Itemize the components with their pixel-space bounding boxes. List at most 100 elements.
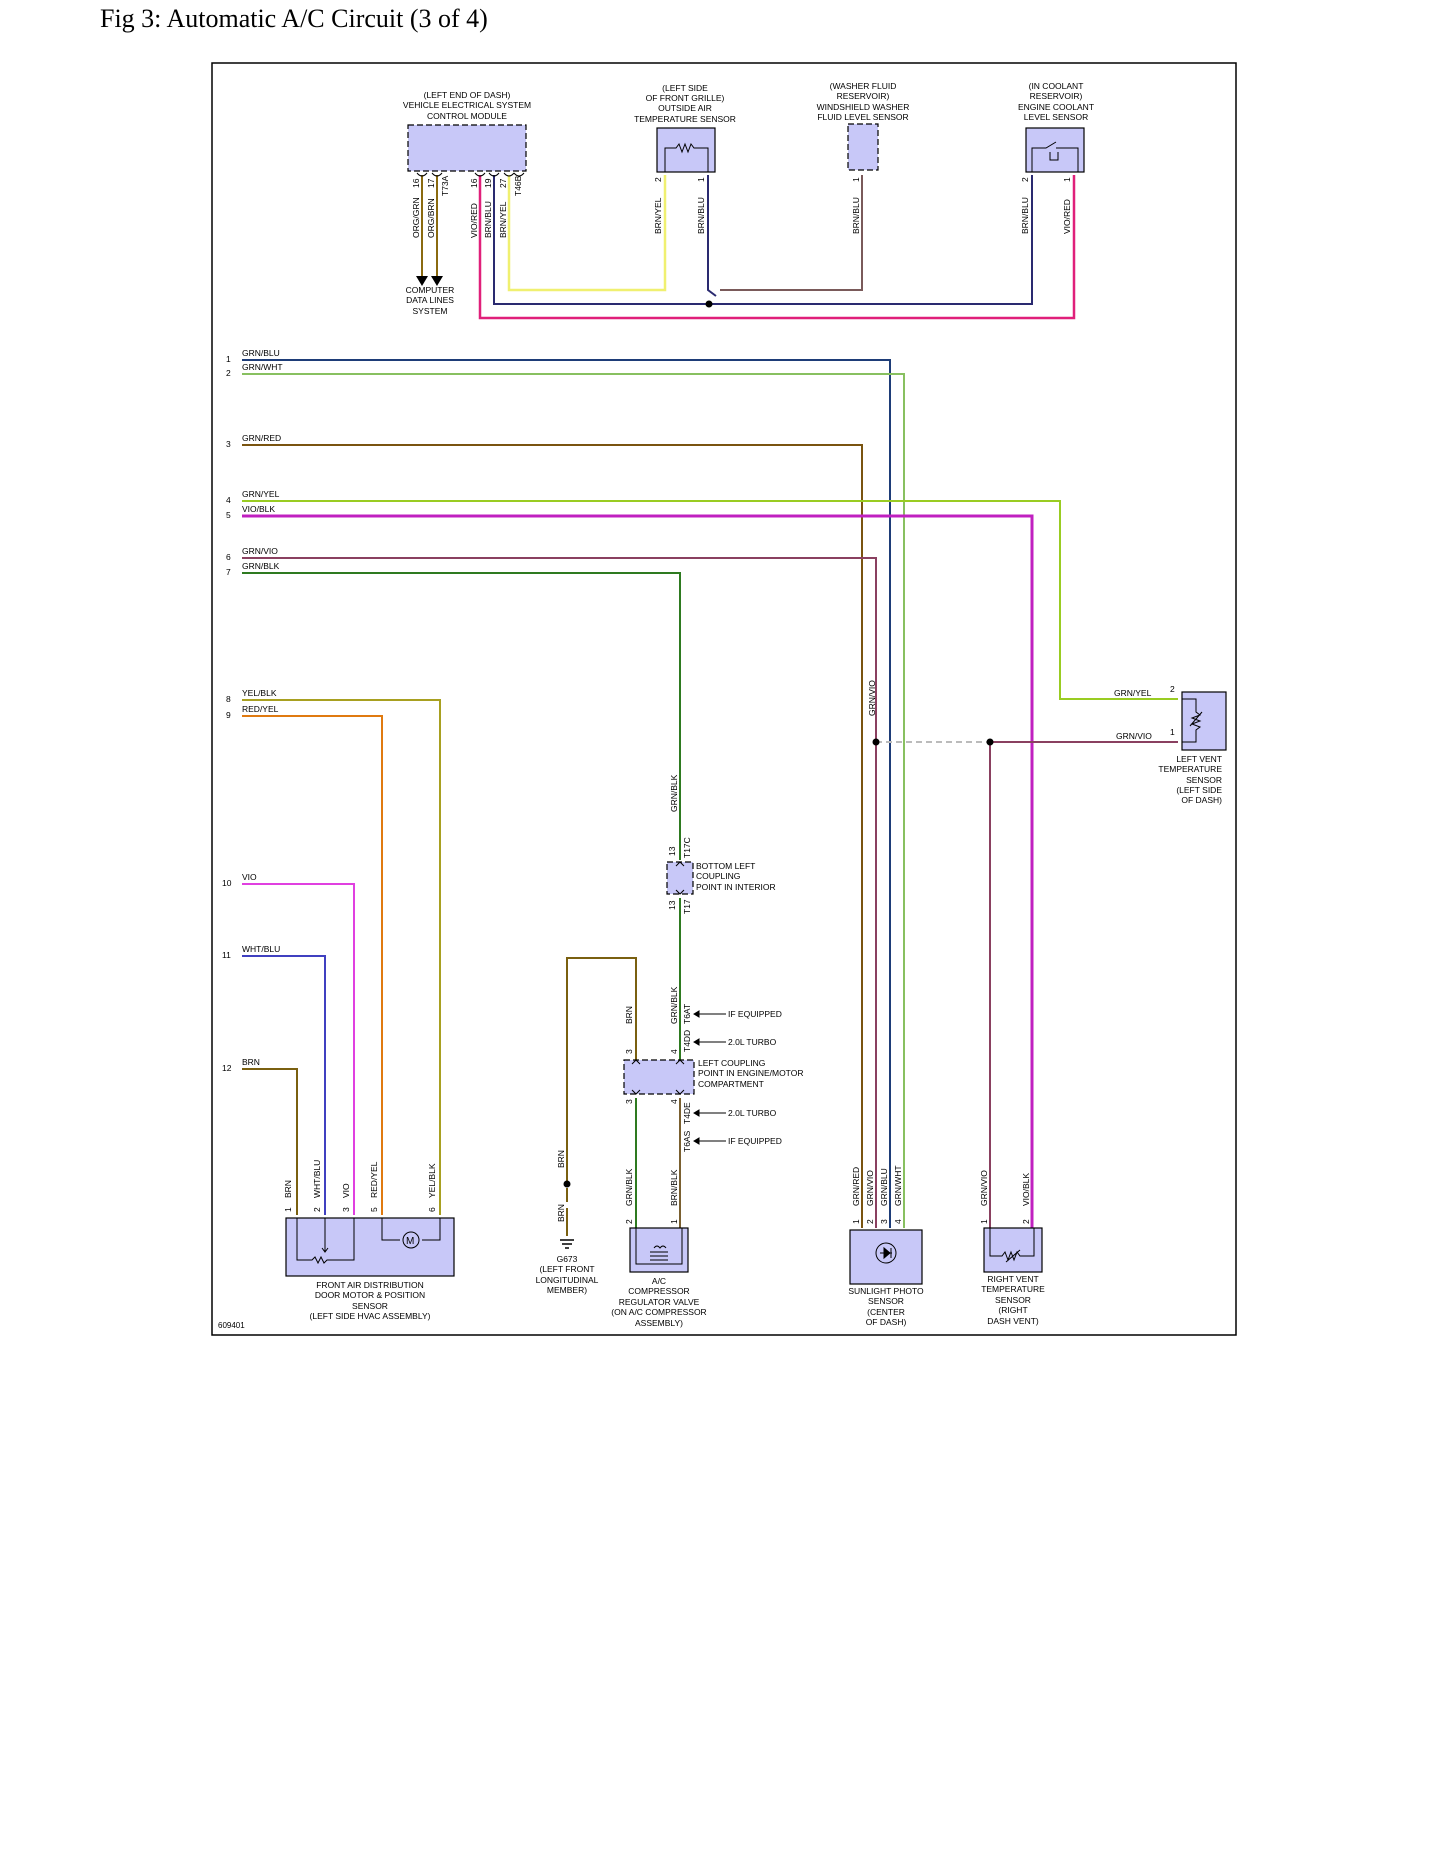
svg-text:LONGITUDINAL: LONGITUDINAL xyxy=(536,1275,599,1285)
svg-text:POINT IN INTERIOR: POINT IN INTERIOR xyxy=(696,882,776,892)
svg-text:1: 1 xyxy=(1062,177,1072,182)
svg-text:OF FRONT GRILLE): OF FRONT GRILLE) xyxy=(646,93,725,103)
svg-text:RESERVOIR): RESERVOIR) xyxy=(837,91,890,101)
svg-text:BRN/BLU: BRN/BLU xyxy=(1020,197,1030,234)
washer-fluid-sensor-pins: 1 BRN/BLU xyxy=(851,177,861,234)
svg-text:SENSOR: SENSOR xyxy=(995,1295,1031,1305)
left-coupling-engine-notes: IF EQUIPPED 2.0L TURBO 2.0L TURBO IF EQU… xyxy=(693,1009,782,1146)
computer-data-lines-label: COMPUTER DATA LINES SYSTEM xyxy=(406,285,455,316)
vesc-label: (LEFT END OF DASH) VEHICLE ELECTRICAL SY… xyxy=(403,90,531,121)
washer-fluid-sensor-label: (WASHER FLUID RESERVOIR) WINDSHIELD WASH… xyxy=(817,81,910,122)
outside-air-sensor-pins: 2 1 BRN/YEL BRN/BLU xyxy=(653,177,706,234)
ground-wire-labels: BRN BRN xyxy=(556,1150,566,1222)
vesc-pin-labels: 16 17 T73A 16 19 27 T46B ORG/GRN ORG/BRN… xyxy=(411,175,523,238)
svg-text:3: 3 xyxy=(879,1219,889,1224)
svg-text:SYSTEM: SYSTEM xyxy=(413,306,448,316)
svg-text:SENSOR: SENSOR xyxy=(352,1301,388,1311)
svg-text:BRN: BRN xyxy=(556,1204,566,1222)
svg-text:LEVEL SENSOR: LEVEL SENSOR xyxy=(1024,112,1088,122)
svg-text:(LEFT FRONT: (LEFT FRONT xyxy=(539,1264,594,1274)
svg-text:BRN/BLU: BRN/BLU xyxy=(483,201,493,238)
svg-text:12: 12 xyxy=(222,1063,232,1073)
coolant-level-sensor-pins: 2 1 BRN/BLU VIO/RED xyxy=(1020,177,1072,234)
ac-compressor-valve-pins: 2 1 GRN/BLK BRN/BLK xyxy=(624,1168,679,1224)
vesc-pin-hooks xyxy=(416,172,525,177)
thermistor-icon xyxy=(664,142,709,172)
ac-compressor-valve xyxy=(629,1227,689,1273)
left-coupling-engine xyxy=(623,1059,695,1095)
svg-text:ENGINE COOLANT: ENGINE COOLANT xyxy=(1018,102,1094,112)
splice-grn-vio-1 xyxy=(872,738,880,746)
photodiode-symbol xyxy=(880,1246,892,1260)
sunlight-sensor xyxy=(849,1229,923,1285)
svg-text:11: 11 xyxy=(222,950,231,960)
wire-grn-yel xyxy=(242,500,1178,700)
svg-text:T46B: T46B xyxy=(513,175,523,196)
motor-wiring xyxy=(381,1218,441,1241)
svg-text:3: 3 xyxy=(226,439,231,449)
svg-text:VIO/RED: VIO/RED xyxy=(469,203,479,238)
left-coupling-engine-pins: BRN GRN/BLK 3 4 3 4 T6AT T4DD T4DE T6AS xyxy=(624,986,692,1152)
svg-text:2: 2 xyxy=(653,177,663,182)
ground-g673-label: G673 (LEFT FRONT LONGITUDINAL MEMBER) xyxy=(536,1254,599,1295)
wire-wht-blu xyxy=(242,955,326,1215)
svg-text:2.0L TURBO: 2.0L TURBO xyxy=(728,1108,777,1118)
mid-wire-labels: GRN/VIO GRN/BLK xyxy=(669,680,877,812)
svg-text:(LEFT SIDE: (LEFT SIDE xyxy=(662,83,708,93)
svg-text:RED/YEL: RED/YEL xyxy=(242,704,279,714)
front-air-motor-label: FRONT AIR DISTRIBUTION DOOR MOTOR & POSI… xyxy=(310,1280,431,1321)
svg-text:GRN/RED: GRN/RED xyxy=(851,1167,861,1206)
svg-text:RED/YEL: RED/YEL xyxy=(369,1161,379,1198)
outside-air-sensor-label: (LEFT SIDE OF FRONT GRILLE) OUTSIDE AIR … xyxy=(634,83,736,124)
svg-text:GRN/VIO: GRN/VIO xyxy=(979,1170,989,1206)
wire-grn-wht xyxy=(242,373,905,1228)
right-vent-sensor-label: RIGHT VENT TEMPERATURE SENSOR (RIGHT DAS… xyxy=(981,1274,1045,1326)
svg-text:T73A: T73A xyxy=(440,175,450,196)
svg-text:8: 8 xyxy=(226,694,231,704)
svg-text:(LEFT SIDE: (LEFT SIDE xyxy=(1176,785,1222,795)
svg-text:3: 3 xyxy=(624,1099,634,1104)
svg-text:IF EQUIPPED: IF EQUIPPED xyxy=(728,1009,782,1019)
svg-text:REGULATOR VALVE: REGULATOR VALVE xyxy=(619,1297,700,1307)
svg-text:(LEFT SIDE HVAC ASSEMBLY): (LEFT SIDE HVAC ASSEMBLY) xyxy=(310,1311,431,1321)
solenoid-icon xyxy=(635,1228,683,1265)
wire-brn-blu-vesc xyxy=(493,175,1033,305)
svg-text:4: 4 xyxy=(669,1099,679,1104)
svg-text:4: 4 xyxy=(226,495,231,505)
svg-text:POINT IN ENGINE/MOTOR: POINT IN ENGINE/MOTOR xyxy=(698,1068,803,1078)
svg-text:5: 5 xyxy=(369,1207,379,1212)
svg-text:1: 1 xyxy=(1170,727,1175,737)
svg-text:GRN/VIO: GRN/VIO xyxy=(242,546,278,556)
svg-text:WINDSHIELD WASHER: WINDSHIELD WASHER xyxy=(817,102,910,112)
wire-brn-ground xyxy=(566,957,637,1236)
svg-text:GRN/BLK: GRN/BLK xyxy=(669,774,679,812)
svg-text:GRN/YEL: GRN/YEL xyxy=(242,489,280,499)
switch-icon xyxy=(1031,141,1079,172)
bottom-left-coupling-label: BOTTOM LEFT COUPLING POINT IN INTERIOR xyxy=(696,861,776,892)
right-vent-sensor-pins: 1 2 GRN/VIO VIO/BLK xyxy=(979,1170,1031,1224)
svg-text:(WASHER FLUID: (WASHER FLUID xyxy=(830,81,897,91)
svg-text:T17C: T17C xyxy=(682,837,692,858)
svg-text:G673: G673 xyxy=(557,1254,578,1264)
vesc-module xyxy=(407,124,527,172)
coolant-level-sensor-label: (IN COOLANT RESERVOIR) ENGINE COOLANT LE… xyxy=(1018,81,1094,122)
wire-grn-vio xyxy=(242,557,877,1228)
wire-vio xyxy=(242,883,355,1215)
svg-text:5: 5 xyxy=(226,510,231,520)
svg-text:TEMPERATURE: TEMPERATURE xyxy=(981,1284,1045,1294)
svg-text:BOTTOM LEFT: BOTTOM LEFT xyxy=(696,861,755,871)
svg-text:2: 2 xyxy=(226,368,231,378)
svg-text:SENSOR: SENSOR xyxy=(868,1296,904,1306)
right-vent-sensor xyxy=(983,1227,1043,1273)
svg-text:GRN/BLU: GRN/BLU xyxy=(879,1168,889,1206)
svg-text:IF EQUIPPED: IF EQUIPPED xyxy=(728,1136,782,1146)
svg-text:COUPLING: COUPLING xyxy=(696,871,740,881)
svg-text:TEMPERATURE: TEMPERATURE xyxy=(1158,764,1222,774)
ac-compressor-valve-label: A/C COMPRESSOR REGULATOR VALVE (ON A/C C… xyxy=(611,1276,706,1328)
svg-text:RESERVOIR): RESERVOIR) xyxy=(1030,91,1083,101)
potentiometer-icon xyxy=(296,1218,355,1265)
svg-text:BRN/BLU: BRN/BLU xyxy=(696,197,706,234)
svg-text:2: 2 xyxy=(1020,177,1030,182)
coupling-arrows-icon xyxy=(675,861,685,895)
bottom-left-coupling-pins: 13 T17C 13 T17 xyxy=(667,837,692,914)
